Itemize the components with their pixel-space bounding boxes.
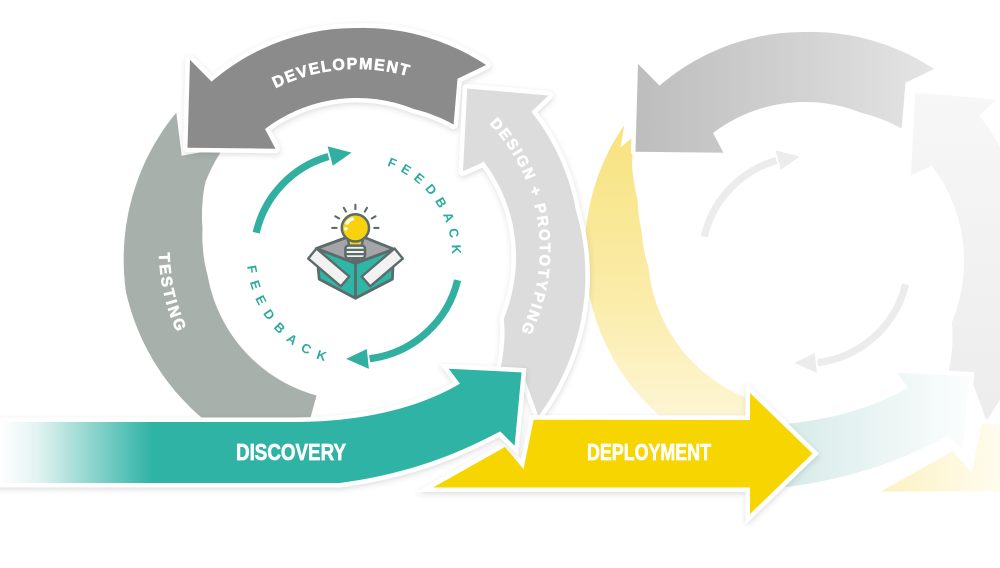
svg-text:DEPLOYMENT: DEPLOYMENT [587, 439, 711, 465]
svg-text:DISCOVERY: DISCOVERY [236, 439, 346, 465]
